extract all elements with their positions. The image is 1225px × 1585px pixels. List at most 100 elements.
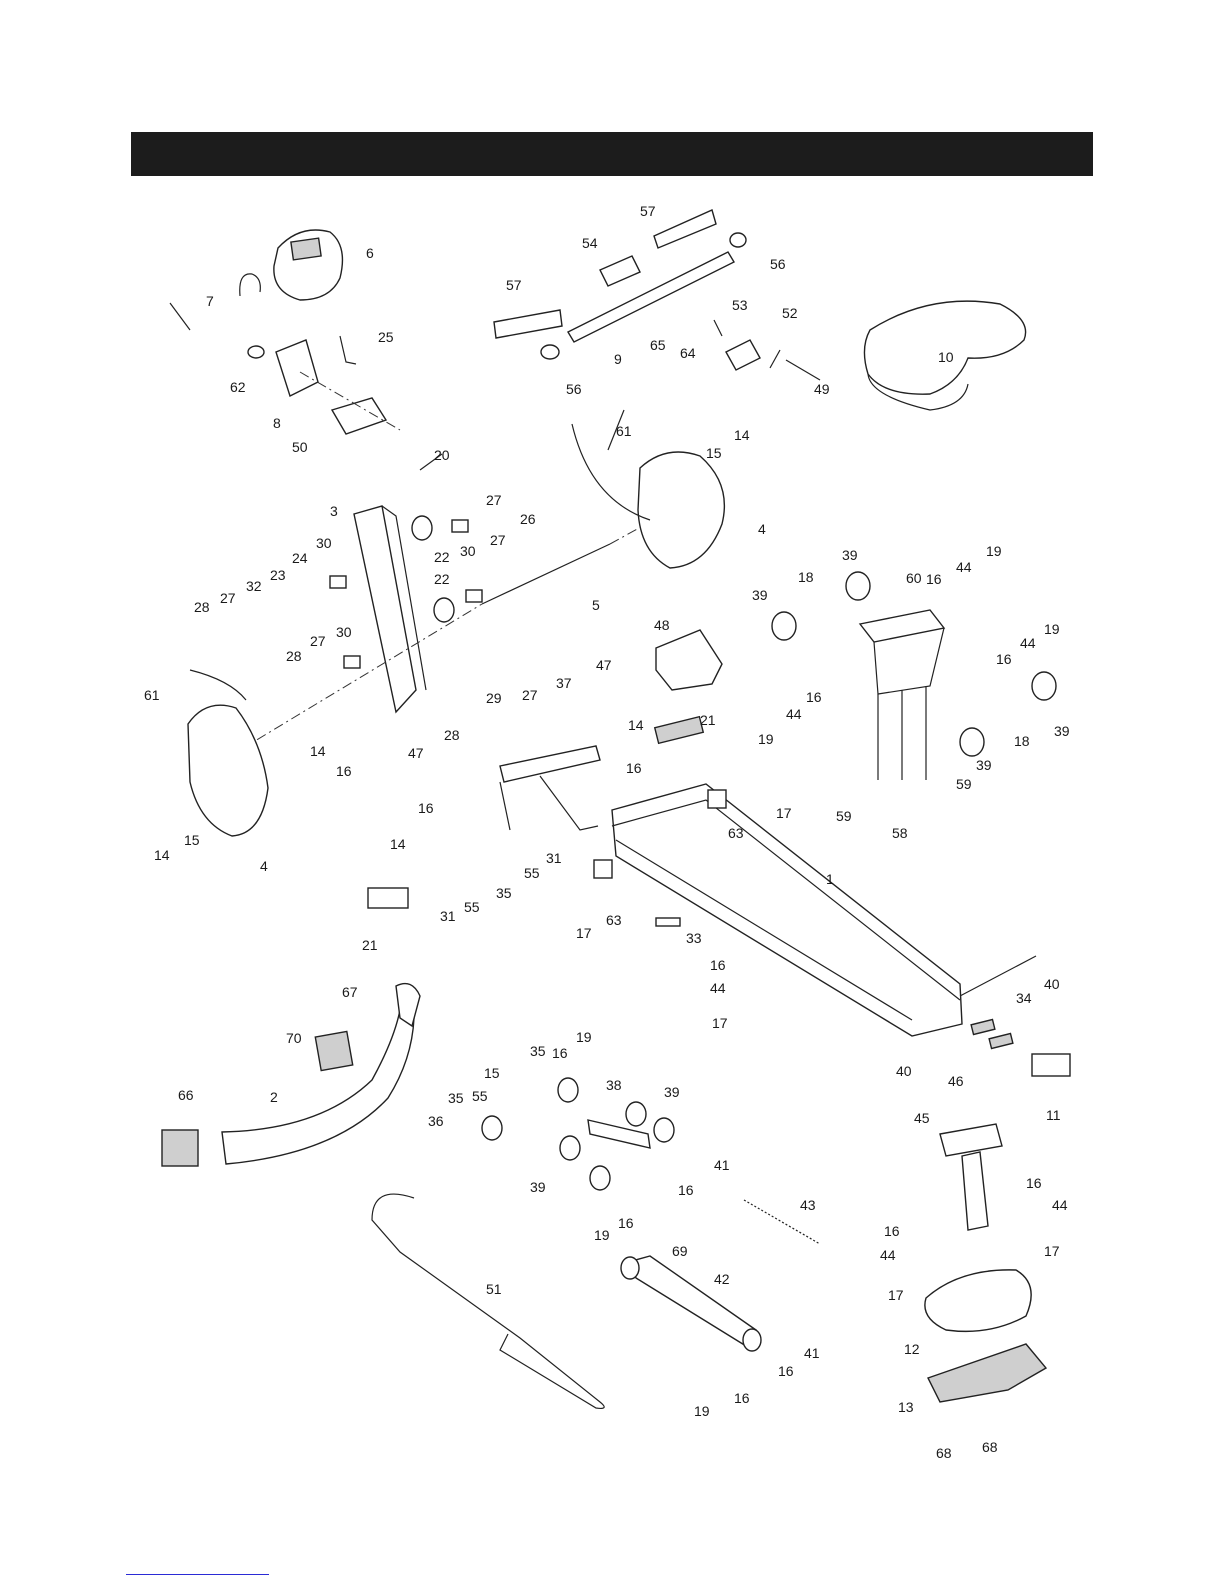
callout-44: 44 bbox=[710, 980, 726, 996]
callout-31: 31 bbox=[546, 850, 562, 866]
callout-39: 39 bbox=[976, 757, 992, 773]
callout-27: 27 bbox=[486, 492, 502, 508]
callouts: 1 2 3 4 4 5 6 7 8 9 10 11 12 13 14 14 14… bbox=[144, 203, 1070, 1461]
callout-44: 44 bbox=[1020, 635, 1036, 651]
callout-21: 21 bbox=[700, 712, 716, 728]
callout-62: 62 bbox=[230, 379, 246, 395]
callout-30: 30 bbox=[336, 624, 352, 640]
header-bar bbox=[131, 132, 1093, 176]
callout-16: 16 bbox=[996, 651, 1012, 667]
callout-34: 34 bbox=[1016, 990, 1032, 1006]
callout-55: 55 bbox=[472, 1088, 488, 1104]
callout-57: 57 bbox=[506, 277, 522, 293]
callout-14: 14 bbox=[734, 427, 750, 443]
callout-64: 64 bbox=[680, 345, 696, 361]
callout-27: 27 bbox=[220, 590, 236, 606]
callout-17: 17 bbox=[776, 805, 792, 821]
callout-27: 27 bbox=[522, 687, 538, 703]
callout-33: 33 bbox=[686, 930, 702, 946]
callout-57: 57 bbox=[640, 203, 656, 219]
callout-20: 20 bbox=[434, 447, 450, 463]
part-front-stabilizer bbox=[221, 1008, 415, 1165]
callout-18: 18 bbox=[798, 569, 814, 585]
callout-19: 19 bbox=[576, 1029, 592, 1045]
callout-44: 44 bbox=[1052, 1197, 1068, 1213]
part-seat-bracket bbox=[858, 609, 946, 643]
callout-37: 37 bbox=[556, 675, 572, 691]
callout-68: 68 bbox=[982, 1439, 998, 1455]
callout-47: 47 bbox=[408, 745, 424, 761]
part-resistance-cylinder bbox=[626, 1255, 757, 1347]
footer-link-underline[interactable] bbox=[126, 1574, 269, 1575]
part-console-base bbox=[275, 339, 319, 397]
callout-42: 42 bbox=[714, 1271, 730, 1287]
callout-8: 8 bbox=[273, 415, 281, 431]
callout-63: 63 bbox=[606, 912, 622, 928]
callout-18: 18 bbox=[1014, 733, 1030, 749]
callout-16: 16 bbox=[778, 1363, 794, 1379]
callout-61: 61 bbox=[616, 423, 632, 439]
callout-63: 63 bbox=[728, 825, 744, 841]
callout-28: 28 bbox=[286, 648, 302, 664]
callout-16: 16 bbox=[678, 1182, 694, 1198]
callout-39: 39 bbox=[1054, 723, 1070, 739]
callout-50: 50 bbox=[292, 439, 308, 455]
callout-16: 16 bbox=[1026, 1175, 1042, 1191]
callout-17: 17 bbox=[888, 1287, 904, 1303]
part-pedal-left bbox=[187, 704, 269, 837]
callout-22: 22 bbox=[434, 571, 450, 587]
callout-35: 35 bbox=[448, 1090, 464, 1106]
callout-68: 68 bbox=[936, 1445, 952, 1461]
callout-17: 17 bbox=[712, 1015, 728, 1031]
callout-60: 60 bbox=[906, 570, 922, 586]
callout-22: 22 bbox=[434, 549, 450, 565]
callout-39: 39 bbox=[842, 547, 858, 563]
callout-16: 16 bbox=[806, 689, 822, 705]
part-handlebar bbox=[567, 251, 735, 343]
callout-70: 70 bbox=[286, 1030, 302, 1046]
callout-48: 48 bbox=[654, 617, 670, 633]
callout-51: 51 bbox=[486, 1281, 502, 1297]
callout-56: 56 bbox=[566, 381, 582, 397]
callout-32: 32 bbox=[246, 578, 262, 594]
callout-15: 15 bbox=[484, 1065, 500, 1081]
callout-13: 13 bbox=[898, 1399, 914, 1415]
callout-16: 16 bbox=[618, 1215, 634, 1231]
callout-16: 16 bbox=[626, 760, 642, 776]
callout-12: 12 bbox=[904, 1341, 920, 1357]
callout-66: 66 bbox=[178, 1087, 194, 1103]
part-rear-stabilizer bbox=[924, 1269, 1032, 1333]
callout-9: 9 bbox=[614, 351, 622, 367]
callout-54: 54 bbox=[582, 235, 598, 251]
callout-35: 35 bbox=[496, 885, 512, 901]
callout-19: 19 bbox=[694, 1403, 710, 1419]
callout-36: 36 bbox=[428, 1113, 444, 1129]
callout-44: 44 bbox=[880, 1247, 896, 1263]
callout-40: 40 bbox=[896, 1063, 912, 1079]
part-grip-left bbox=[493, 309, 563, 339]
callout-11: 11 bbox=[1046, 1107, 1061, 1123]
callout-23: 23 bbox=[270, 567, 286, 583]
callout-6: 6 bbox=[366, 245, 374, 261]
callout-58: 58 bbox=[892, 825, 908, 841]
callout-65: 65 bbox=[650, 337, 666, 353]
callout-52: 52 bbox=[782, 305, 798, 321]
callout-39: 39 bbox=[530, 1179, 546, 1195]
callout-3: 3 bbox=[330, 503, 338, 519]
callout-28: 28 bbox=[444, 727, 460, 743]
callout-38: 38 bbox=[606, 1077, 622, 1093]
callout-5: 5 bbox=[592, 597, 600, 613]
callout-27: 27 bbox=[310, 633, 326, 649]
callout-41: 41 bbox=[804, 1345, 820, 1361]
callout-17: 17 bbox=[1044, 1243, 1060, 1259]
callout-26: 26 bbox=[520, 511, 536, 527]
callout-15: 15 bbox=[184, 832, 200, 848]
callout-43: 43 bbox=[800, 1197, 816, 1213]
part-rear-foot bbox=[927, 1343, 1048, 1403]
callout-16: 16 bbox=[552, 1045, 568, 1061]
callout-4: 4 bbox=[260, 858, 268, 874]
callout-19: 19 bbox=[758, 731, 774, 747]
callout-4: 4 bbox=[758, 521, 766, 537]
callout-16: 16 bbox=[336, 763, 352, 779]
